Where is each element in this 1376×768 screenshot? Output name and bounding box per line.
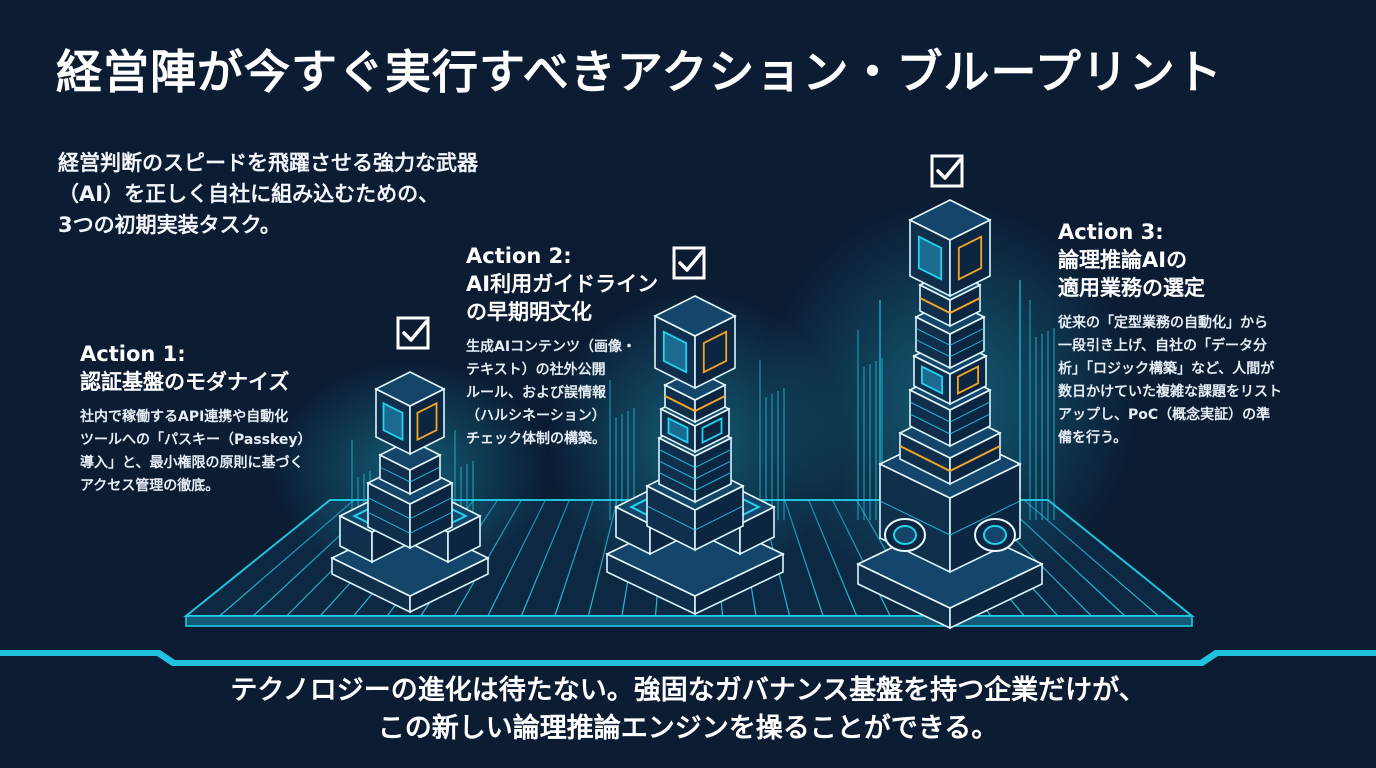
action-description: 従来の「定型業務の自動化」から 一段引き上げ、自社の「データ分 析」「ロジック構… [1058, 312, 1282, 450]
action-label: Action 3: [1058, 220, 1164, 244]
action-description: 生成AIコンテンツ（画像・ テキスト）の社外公開 ルール、および誤情報 （ハルシ… [466, 336, 658, 451]
action-description: 社内で稼働するAPI連携や自動化 ツールへの「パスキー（Passkey） 導入」… [80, 406, 312, 498]
tower-action-3 [760, 199, 1140, 630]
intro-text: 経営判断のスピードを飛躍させる強力な武器 （AI）を正しく自社に組み込むための、… [58, 148, 578, 241]
action-description-line: アップし、PoC（概念実証）の準 [1058, 407, 1271, 423]
footer-line: この新しい論理推論エンジンを操ることができる。 [377, 713, 999, 744]
action-description-line: 備を行う。 [1058, 430, 1128, 446]
action-description-line: ツールへの「パスキー（Passkey） [80, 432, 312, 448]
action-description-line: 社内で稼働するAPI連携や自動化 [80, 409, 289, 425]
tower-action-2 [545, 290, 845, 616]
action-description-line: 析」「ロジック構築」など、人間が [1058, 361, 1275, 377]
action-description-line: テキスト）の社外公開 [466, 362, 606, 378]
action-description-line: 従来の「定型業務の自動化」から [1058, 315, 1268, 331]
tower-action-1 [270, 360, 550, 614]
footer-message: テクノロジーの進化は待たない。強固なガバナンス基盤を持つ企業だけが、 この新しい… [0, 672, 1376, 748]
page-title: 経営陣が今すぐ実行すべきアクション・ブループリント [56, 45, 1223, 99]
intro-line: 経営判断のスピードを飛躍させる強力な武器 [58, 151, 478, 175]
action-description-line: 生成AIコンテンツ（画像・ [466, 339, 637, 355]
checkbox-check-icon [930, 154, 964, 188]
checkbox-check-icon [396, 316, 430, 350]
action-1: Action 1: 認証基盤のモダナイズ 社内で稼働するAPI連携や自動化 ツー… [80, 340, 312, 498]
action-description-line: ルール、および誤情報 [466, 385, 606, 401]
action-3: Action 3: 論理推論AIの 適用業務の選定 従来の「定型業務の自動化」か… [1058, 218, 1282, 450]
intro-line: 3つの初期実装タスク。 [58, 213, 281, 237]
action-heading: 認証基盤のモダナイズ [80, 368, 312, 396]
action-heading-line: AI利用ガイドライン [466, 272, 659, 296]
action-description-line: アクセス管理の徹底。 [80, 478, 220, 494]
action-2: Action 2: AI利用ガイドライン の早期明文化 生成AIコンテンツ（画像… [466, 242, 658, 451]
intro-line: （AI）を正しく自社に組み込むための、 [58, 182, 440, 206]
action-heading: AI利用ガイドライン の早期明文化 [466, 270, 658, 326]
action-description-line: 数日かけていた複雑な課題をリスト [1058, 384, 1282, 400]
action-heading-line: の早期明文化 [466, 300, 592, 324]
footer-line: テクノロジーの進化は待たない。強固なガバナンス基盤を持つ企業だけが、 [230, 675, 1146, 706]
action-heading-line: 適用業務の選定 [1058, 276, 1205, 300]
action-label: Action 2: [466, 244, 572, 268]
action-heading-line: 認証基盤のモダナイズ [80, 370, 290, 394]
action-description-line: 一段引き上げ、自社の「データ分 [1058, 338, 1268, 354]
action-heading: 論理推論AIの 適用業務の選定 [1058, 246, 1282, 302]
action-heading-line: 論理推論AIの [1058, 248, 1188, 272]
action-description-line: 導入」と、最小権限の原則に基づく [80, 455, 304, 471]
checkbox-check-icon [672, 246, 706, 280]
footer-divider [0, 650, 1376, 666]
action-label: Action 1: [80, 342, 186, 366]
action-description-line: チェック体制の構築。 [466, 431, 606, 447]
action-description-line: （ハルシネーション） [466, 408, 606, 424]
